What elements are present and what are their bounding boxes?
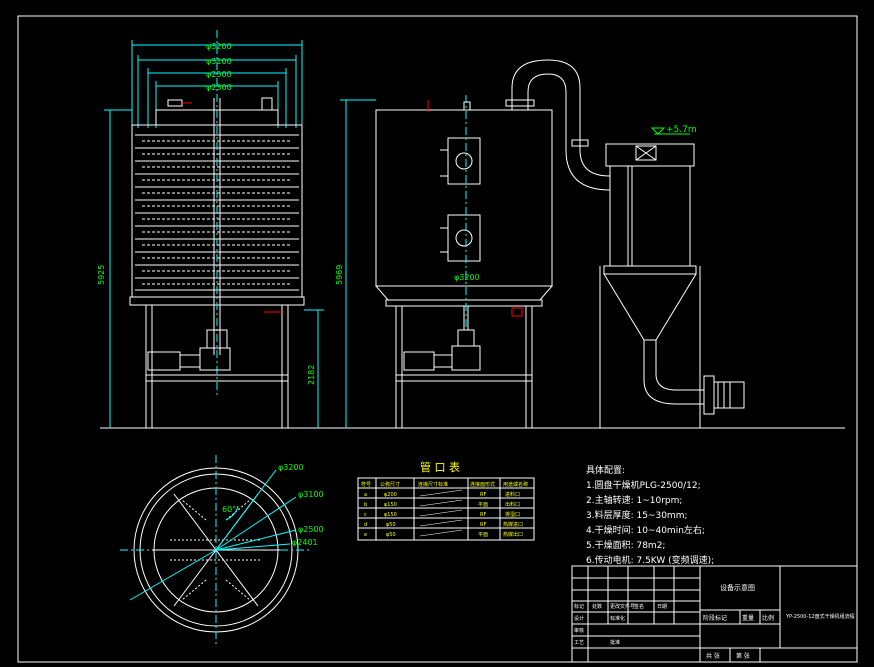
title-cell-sign: 签名 [634,603,644,610]
title-cell-process: 工艺 [574,640,584,646]
title-block-drawing-title: 设备示意图 [720,583,755,592]
title-cell-change: 更改文件号 [610,603,635,610]
nozzle-row-a-symbol: a [364,492,367,498]
plan-dim-1: φ3200 [278,463,304,472]
title-block-drawing-no: YP-2500-12盘式干燥机组流程 [785,613,855,620]
front-dim-1: φ3200 [206,42,232,51]
front-dim-4: φ2300 [206,83,232,92]
nozzle-header-symbol: 符号 [361,481,371,488]
front-dim-3: φ2500 [206,70,232,79]
front-height-support: 2182 [307,365,316,385]
nozzle-table: 管 口 表 符号 公称尺寸 连接尺寸标准 连接面形式 用途或名称 [357,460,535,541]
spec-item-4: 4.干燥时间: 10~40min左右; [586,524,705,536]
title-cell-standard: 标准化 [610,615,625,622]
specs-title: 具体配置: [586,464,625,476]
front-tray-rakes [142,140,292,285]
side-diameter: φ3200 [454,273,480,282]
title-cell-count: 处数 [592,603,602,610]
spec-item-2: 2.主轴转速: 1~10rpm; [586,494,682,506]
front-height-total: 5925 [97,265,106,285]
nozzle-row-a-size: φ200 [384,492,397,498]
nozzle-row-a-purpose: 进料口 [505,491,520,498]
cyclone-elevation: +5.7m [666,125,697,135]
front-height-dimensions [104,109,324,428]
nozzle-row-b-purpose: 出料口 [505,501,520,508]
title-cell-mark: 标记 [574,603,584,610]
nozzle-row-e-symbol: e [364,532,367,538]
cyclone-separator [505,59,745,428]
nozzle-row-b-symbol: b [364,502,367,508]
title-cell-total: 共 张 [706,652,720,660]
side-view [330,95,845,429]
plan-dim-3: φ2500 [298,525,324,534]
nozzle-row-d-size: φ50 [386,522,396,528]
title-cell-date: 日期 [657,604,667,610]
nozzle-row-b-face: 平面 [478,502,488,508]
title-block: 设备示意图 YP-2500-12盘式干燥机组流程 标记 处数 更改文件号 签名 … [571,565,858,663]
plan-angle: 60° [222,505,236,514]
title-cell-design: 设计 [574,615,584,622]
title-cell-scale: 比例 [762,614,774,622]
nozzle-row-c-purpose: 排湿口 [505,511,520,518]
front-top-dimensions [131,40,303,128]
spec-item-1: 1.圆盘干燥机PLG-2500/12; [586,479,701,491]
title-cell-weight: 重量 [742,614,754,622]
spec-item-6: 6.传动电机: 7.5KW (变频调速); [586,554,714,566]
title-cell-approve: 批准 [610,639,620,646]
nozzle-header-face: 连接面形式 [470,481,495,488]
nozzle-header-size: 公称尺寸 [380,481,400,488]
nozzle-header-standard: 连接尺寸标准 [418,481,448,488]
nozzle-table-title: 管 口 表 [420,460,460,474]
nozzle-header-purpose: 用途或名称 [503,481,528,488]
side-height: 5969 [335,265,344,285]
nozzle-row-e-purpose: 热媒出口 [503,531,523,538]
plan-view-labels: φ3200 φ3100 φ2500 φ2401 60° [222,463,324,547]
nozzle-row-a-face: RF [480,492,486,498]
plan-view [120,455,312,645]
title-cell-sheet: 第 张 [736,652,750,660]
nozzle-row-e-face: 平面 [478,532,488,538]
nozzle-row-e-size: φ50 [386,532,396,538]
nozzle-row-d-purpose: 热媒进口 [503,521,523,528]
title-cell-review: 审核 [574,627,584,634]
front-dim-2: φ3100 [206,57,232,66]
drawing-border [17,15,858,663]
specifications: 具体配置: 1.圆盘干燥机PLG-2500/12; 2.主轴转速: 1~10rp… [586,464,714,566]
title-cell-stage: 阶段标记 [703,614,727,622]
nozzle-row-d-face: RF [480,522,486,528]
front-view-labels: φ3200 φ3100 φ2500 φ2300 5925 2182 [97,42,316,385]
nozzle-row-c-symbol: c [364,512,367,518]
plan-dim-2: φ3100 [298,490,324,499]
nozzle-row-c-face: RF [480,512,486,518]
spec-item-3: 3.料层厚度: 15~30mm; [586,509,688,521]
nozzle-row-b-size: φ150 [384,502,397,508]
nozzle-row-d-symbol: d [364,522,367,528]
side-view-labels: 5969 φ3200 [335,265,480,285]
spec-item-5: 5.干燥面积: 78m2; [586,539,665,551]
nozzle-row-c-size: φ150 [384,512,397,518]
front-view [100,30,330,429]
plan-dim-4: φ2401 [292,538,318,547]
